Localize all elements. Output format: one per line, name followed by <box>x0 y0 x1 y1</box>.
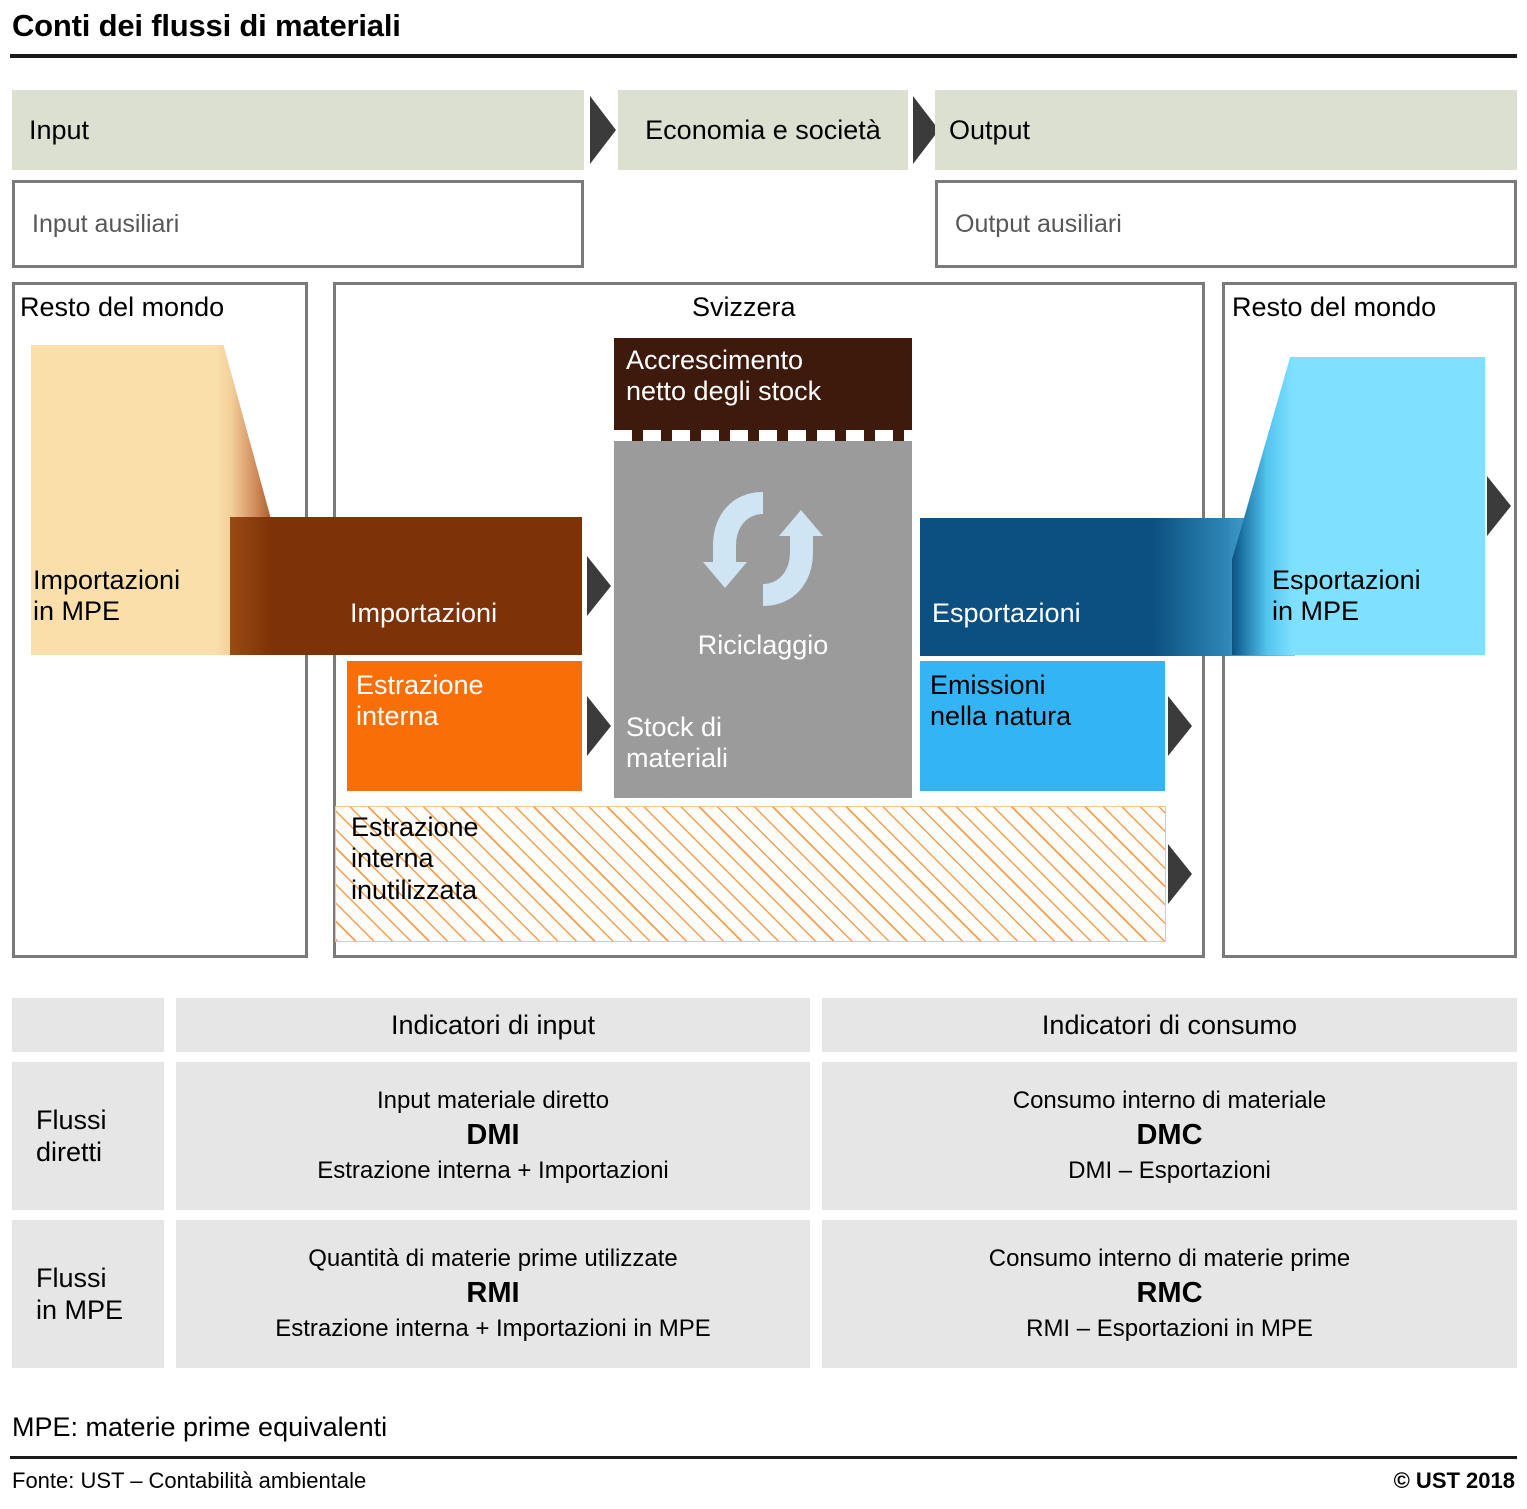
stock-growth-dashed-divider <box>614 430 912 441</box>
auxiliary-output-box: Output ausiliari <box>935 180 1517 268</box>
arrow-right-icon <box>587 556 611 616</box>
table-cell-rmi: Quantità di materie prime utilizzate RMI… <box>176 1220 810 1368</box>
flow-domestic-extraction <box>347 661 582 791</box>
indicator-formula: Estrazione interna + Importazioni <box>317 1156 669 1184</box>
recycling-icon <box>703 492 823 606</box>
source-note: Fonte: UST – Contabilità ambientale <box>12 1468 367 1493</box>
panel-label-rest-of-world-left: Resto del mondo <box>20 292 225 322</box>
indicator-formula: Estrazione interna + Importazioni in MPE <box>275 1314 711 1342</box>
table-cell-dmc: Consumo interno di materiale DMC DMI – E… <box>822 1062 1517 1210</box>
header-input-band: Input <box>12 90 584 170</box>
flow-emissions <box>920 661 1165 791</box>
indicator-formula: DMI – Esportazioni <box>1068 1156 1271 1184</box>
table-header-input: Indicatori di input <box>176 998 810 1052</box>
copyright-note: © UST 2018 <box>1393 1468 1515 1493</box>
panel-label-switzerland: Svizzera <box>692 292 796 322</box>
flow-label-recycling: Riciclaggio <box>697 630 829 660</box>
arrow-right-icon <box>1168 696 1192 756</box>
indicator-table: Indicatori di input Indicatori di consum… <box>12 998 1517 1378</box>
header-output-band: Output <box>935 90 1517 170</box>
indicator-code: RMI <box>466 1277 520 1310</box>
flow-label-exports: Esportazioni <box>932 598 1081 628</box>
indicator-name: Input materiale diretto <box>376 1087 610 1115</box>
indicator-code: DMI <box>466 1119 520 1152</box>
flow-net-stock-growth <box>614 338 912 440</box>
indicator-formula: RMI – Esportazioni in MPE <box>1026 1314 1313 1342</box>
table-cell-rmc: Consumo interno di materie prime RMC RMI… <box>822 1220 1517 1368</box>
indicator-name: Quantità di materie prime utilizzate <box>308 1245 678 1273</box>
title-divider <box>10 54 1517 58</box>
indicator-name: Consumo interno di materie prime <box>988 1245 1351 1273</box>
flow-label-imports: Importazioni <box>350 598 498 628</box>
arrow-right-icon <box>590 96 616 164</box>
auxiliary-input-box: Input ausiliari <box>12 180 584 268</box>
footer-divider <box>10 1456 1517 1459</box>
arrow-right-icon <box>587 696 611 756</box>
mpe-legend-note: MPE: materie prime equivalenti <box>12 1412 388 1442</box>
arrow-right-icon <box>913 96 939 164</box>
table-corner-cell <box>12 998 164 1052</box>
arrow-right-icon <box>1168 844 1192 904</box>
flow-unused-domestic-extraction <box>335 806 1166 942</box>
indicator-name: Consumo interno di materiale <box>1012 1087 1327 1115</box>
header-economy-band: Economia e società <box>618 90 908 170</box>
indicator-code: DMC <box>1136 1119 1203 1152</box>
panel-label-rest-of-world-right: Resto del mondo <box>1232 292 1437 322</box>
flow-imports <box>230 517 582 655</box>
table-header-consumption: Indicatori di consumo <box>822 998 1517 1052</box>
page-title: Conti dei flussi di materiali <box>12 8 401 43</box>
indicator-code: RMC <box>1136 1277 1203 1310</box>
table-cell-dmi: Input materiale diretto DMI Estrazione i… <box>176 1062 810 1210</box>
arrow-right-icon <box>1487 476 1511 536</box>
table-header-row: Indicatori di input Indicatori di consum… <box>12 998 1517 1052</box>
